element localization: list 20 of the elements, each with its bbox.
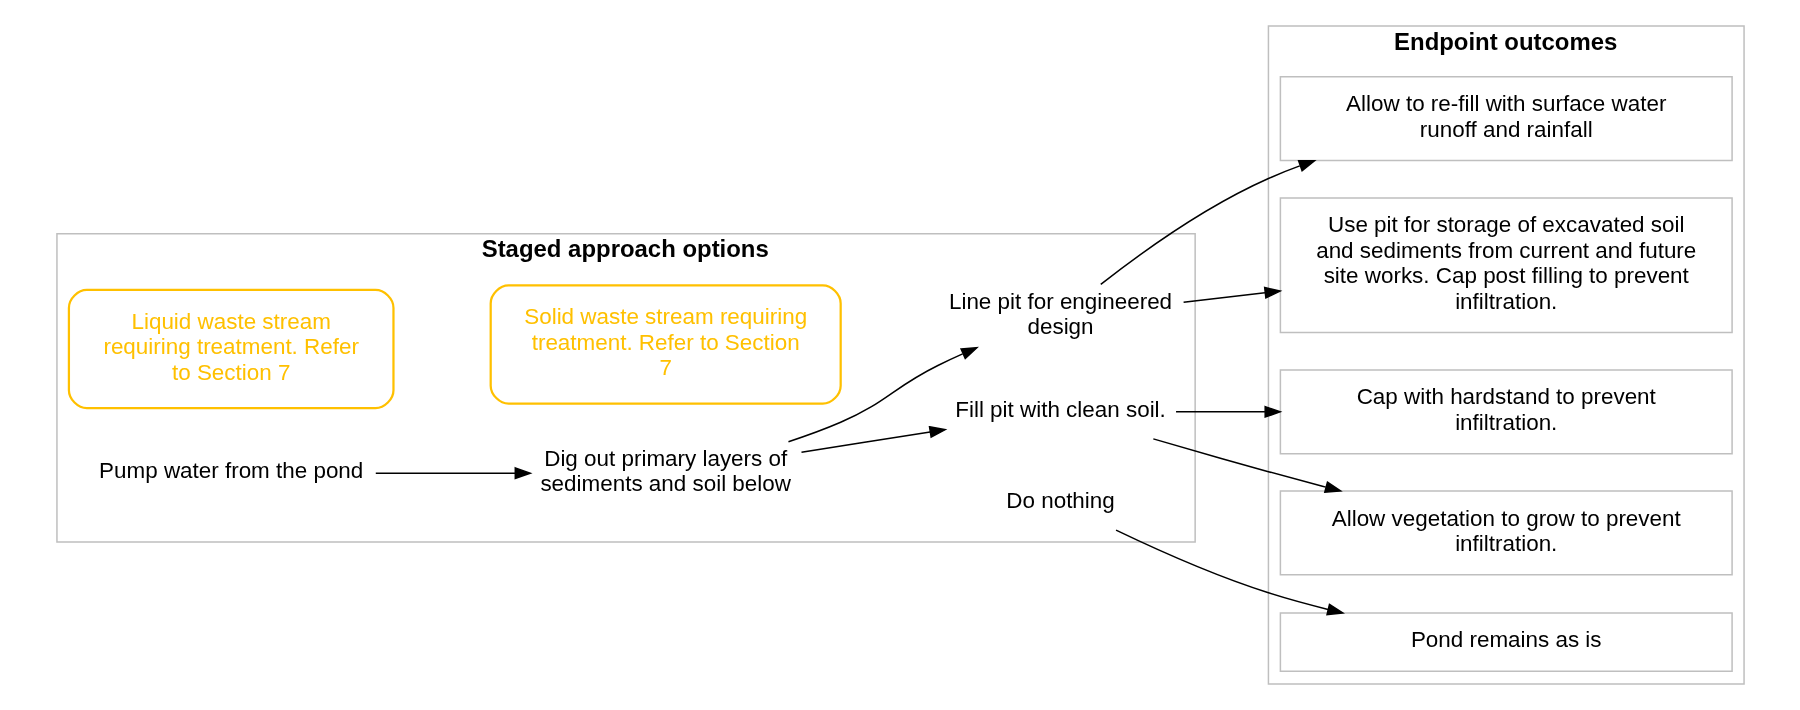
arrow (800, 425, 947, 453)
node-box: Allow vegetation to grow to prevent infiltration. (1279, 490, 1733, 576)
node-box: Use pit for storage of excavated soil and sediments from current and future site works. Cap post filling to prevent infiltration. (1279, 197, 1733, 334)
arrow (1114, 529, 1345, 616)
arrow (1174, 405, 1282, 419)
arrow (787, 346, 979, 443)
node-box: Solid waste stream requiring treatment. Refer to Section 7 (489, 284, 842, 405)
node-text: Fill pit with clean soil. (954, 397, 1166, 423)
node-text: Dig out primary layers of sediments and soil below (539, 445, 791, 497)
node-box: Allow to re-fill with surface water runoff and rainfall (1279, 76, 1733, 162)
arrow (374, 466, 533, 480)
arrow (1099, 160, 1317, 286)
node-text: Do nothing (1005, 488, 1115, 514)
node-text: Line pit for engineered design (948, 288, 1172, 340)
node-box: Liquid waste stream requiring treatment. Refer to Section 7 (67, 288, 395, 410)
node-text: Pump water from the pond (98, 458, 363, 484)
arrow (1182, 286, 1282, 303)
node-box: Pond remains as is (1279, 612, 1733, 673)
arrow (1152, 438, 1343, 494)
node-box: Cap with hardstand to prevent infiltration. (1279, 369, 1733, 455)
